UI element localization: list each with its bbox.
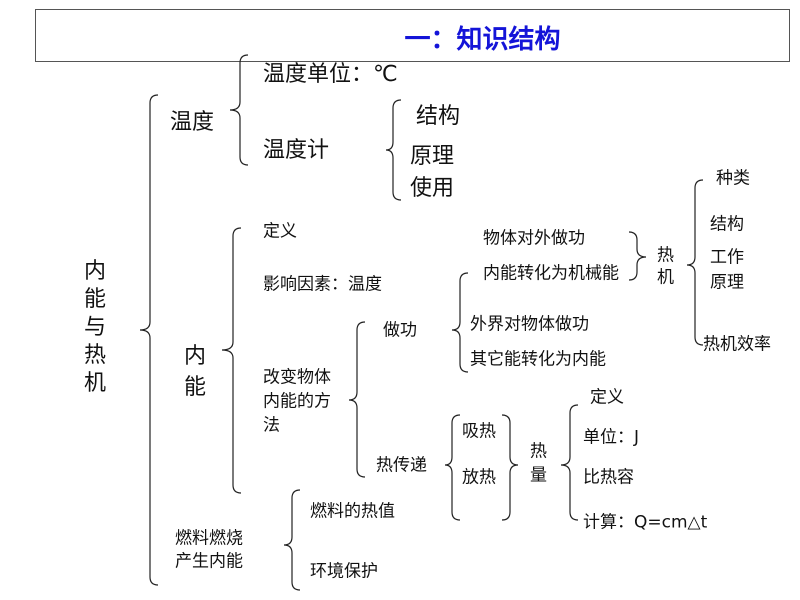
- page-title: 一：知识结构: [404, 25, 561, 55]
- heat-label-char: 热: [530, 441, 547, 462]
- fuel-label: 产生内能: [175, 551, 243, 572]
- brace: [221, 227, 242, 494]
- fuel-label: 燃料燃烧: [175, 528, 243, 549]
- work-item: 其它能转化为内能: [470, 349, 606, 370]
- brace: [501, 414, 519, 521]
- methods-label: 内能的方: [263, 391, 331, 412]
- heat-engine-label-char: 机: [657, 267, 674, 288]
- fuel-item: 环境保护: [310, 561, 378, 582]
- root-label-char: 能: [84, 287, 107, 312]
- heat-engine-item: 种类: [716, 168, 750, 189]
- definition-label: 定义: [263, 221, 297, 242]
- temperature-label: 温度: [170, 110, 215, 135]
- work-out-item: 物体对外做功: [483, 228, 585, 249]
- work-out-item: 内能转化为机械能: [483, 263, 619, 284]
- thermometer-item: 结构: [416, 104, 461, 129]
- brace: [560, 404, 579, 521]
- temperature-unit: 温度单位：℃: [263, 62, 398, 87]
- heat-engine-label-char: 热: [657, 245, 674, 266]
- heat-engine-item: 工作: [710, 247, 744, 268]
- heat-item: 单位：J: [583, 427, 640, 448]
- thermometer-item: 使用: [410, 176, 455, 201]
- heat-item: 定义: [590, 387, 624, 408]
- internal-energy-label-char: 内: [184, 344, 207, 369]
- work-item: 外界对物体做功: [470, 314, 589, 335]
- brace: [348, 321, 366, 478]
- internal-energy-label-char: 能: [184, 375, 207, 400]
- brace: [283, 489, 301, 591]
- heat-transfer-item: 吸热: [462, 421, 496, 442]
- root-label-char: 机: [84, 371, 107, 396]
- heat-item: 计算：Q=cm△t: [583, 512, 708, 533]
- brace: [444, 414, 461, 521]
- thermometer-label: 温度计: [263, 138, 330, 163]
- heat-engine-item: 原理: [710, 272, 744, 293]
- methods-label: 改变物体: [263, 367, 331, 388]
- brace: [628, 231, 647, 281]
- brace: [139, 94, 159, 586]
- methods-label: 法: [263, 415, 280, 436]
- fuel-item: 燃料的热值: [310, 501, 395, 522]
- heat-transfer-item: 放热: [462, 467, 496, 488]
- brace: [385, 99, 402, 201]
- factors-label: 影响因素：温度: [263, 274, 382, 295]
- heat-item: 比热容: [583, 467, 634, 488]
- root-label-char: 内: [84, 259, 107, 284]
- thermometer-item: 原理: [410, 144, 455, 169]
- heat-engine-item: 结构: [710, 214, 744, 235]
- root-label-char: 与: [84, 315, 107, 340]
- heat-transfer-label: 热传递: [376, 455, 427, 476]
- work-label: 做功: [383, 320, 417, 341]
- brace: [686, 179, 704, 346]
- root-label-char: 热: [84, 343, 107, 368]
- heat-label-char: 量: [530, 465, 547, 486]
- brace: [451, 272, 469, 373]
- title-box: 一：知识结构: [35, 9, 790, 62]
- brace: [229, 54, 249, 166]
- heat-engine-item: 热机效率: [703, 334, 771, 355]
